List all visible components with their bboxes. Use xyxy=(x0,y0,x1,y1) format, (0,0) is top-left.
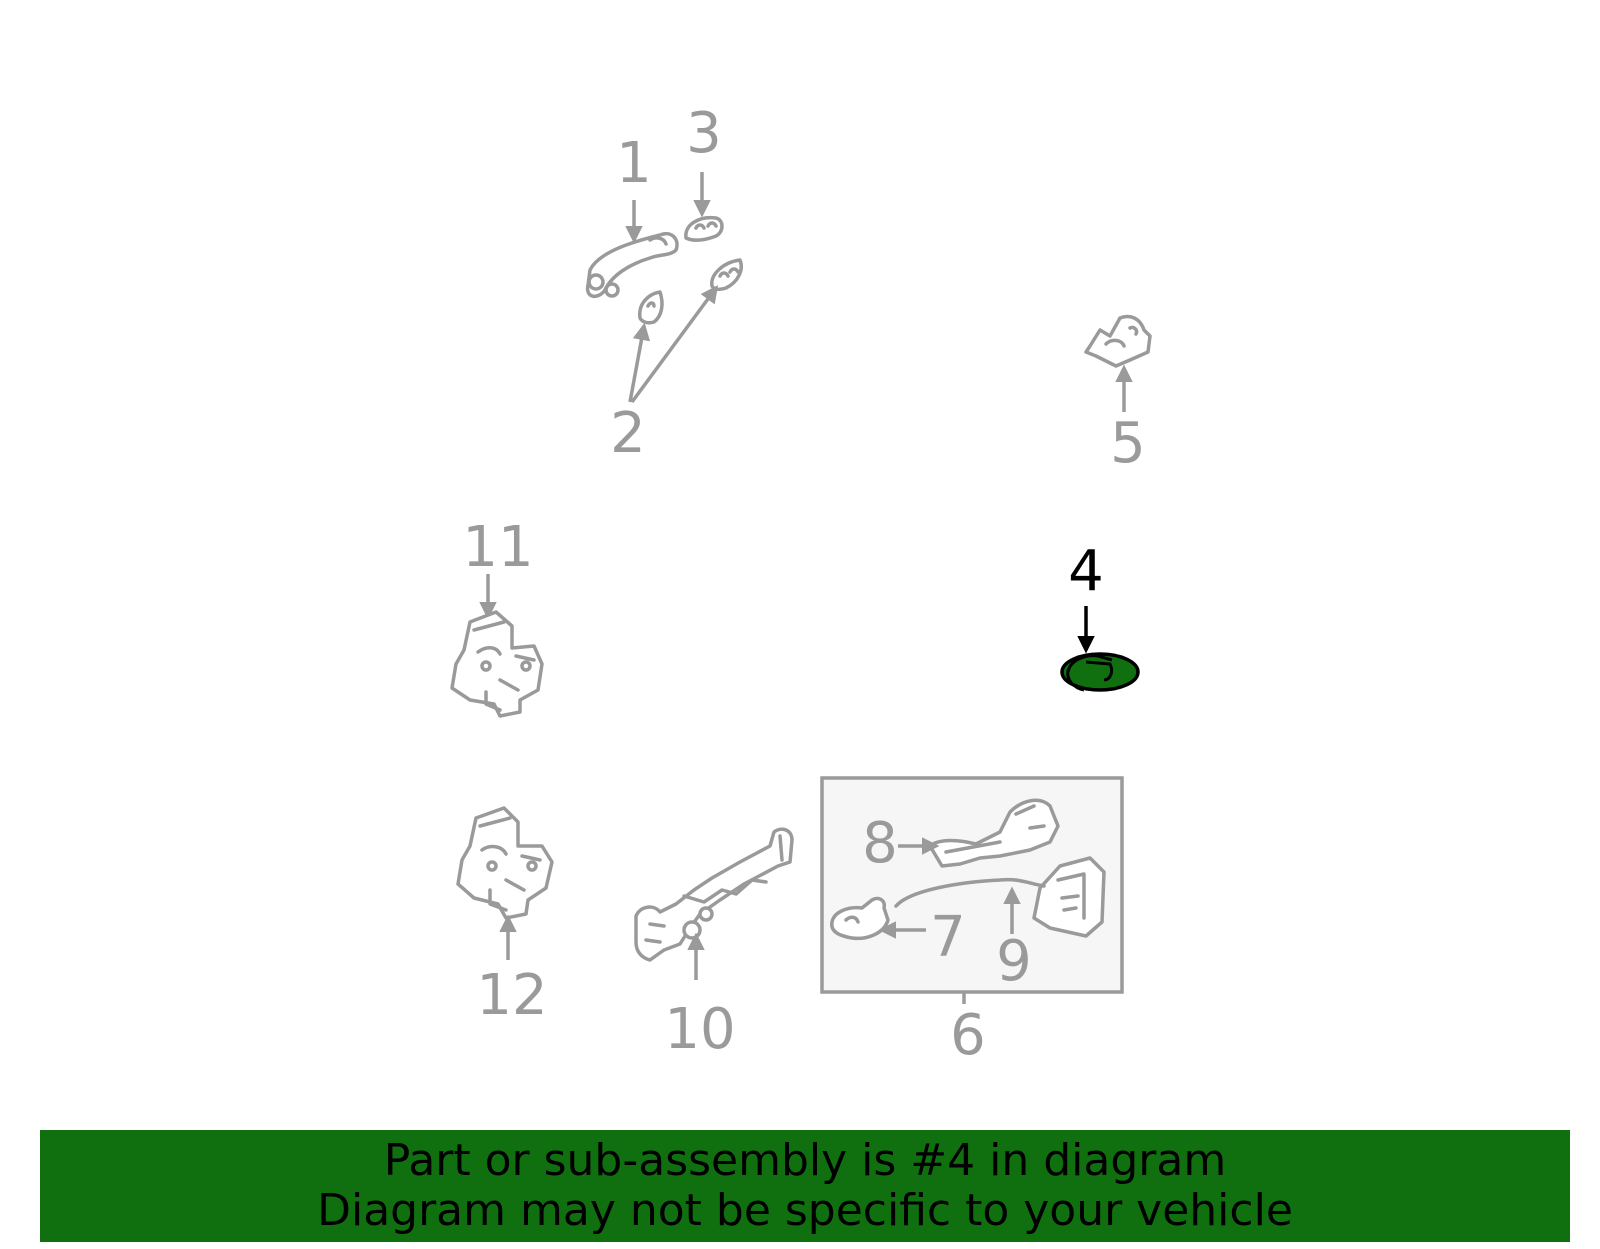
part-12-hinge[interactable] xyxy=(456,806,554,920)
part-10-door-check[interactable] xyxy=(634,827,794,962)
lead-2a xyxy=(628,322,651,403)
banner-line-2: Diagram may not be specific to your vehi… xyxy=(317,1185,1293,1236)
callout-5: 5 xyxy=(1110,411,1146,476)
part-5-bracket[interactable] xyxy=(1084,314,1152,368)
callout-9: 9 xyxy=(996,929,1032,994)
callout-2: 2 xyxy=(610,401,646,466)
callout-6: 6 xyxy=(950,1003,986,1068)
callout-7: 7 xyxy=(930,905,966,970)
callout-11: 11 xyxy=(462,515,533,580)
part-6-lock-assembly-box[interactable] xyxy=(820,776,1124,994)
callout-10: 10 xyxy=(664,997,735,1062)
part-1-outside-handle[interactable] xyxy=(585,232,679,298)
part-11-hinge[interactable] xyxy=(450,610,544,718)
banner-line-1: Part or sub-assembly is #4 in diagram xyxy=(383,1135,1227,1186)
info-banner: Part or sub-assembly is #4 in diagram Di… xyxy=(40,1130,1570,1242)
callout-4: 4 xyxy=(1068,539,1104,604)
part-4-highlighted[interactable] xyxy=(1060,652,1140,692)
lead-2b xyxy=(630,285,719,404)
callout-8: 8 xyxy=(862,811,898,876)
callout-12: 12 xyxy=(476,963,547,1028)
part-3-cap[interactable] xyxy=(684,215,724,242)
callout-1: 1 xyxy=(616,131,652,196)
callout-3: 3 xyxy=(686,101,722,166)
part-2-pads[interactable] xyxy=(638,258,743,325)
